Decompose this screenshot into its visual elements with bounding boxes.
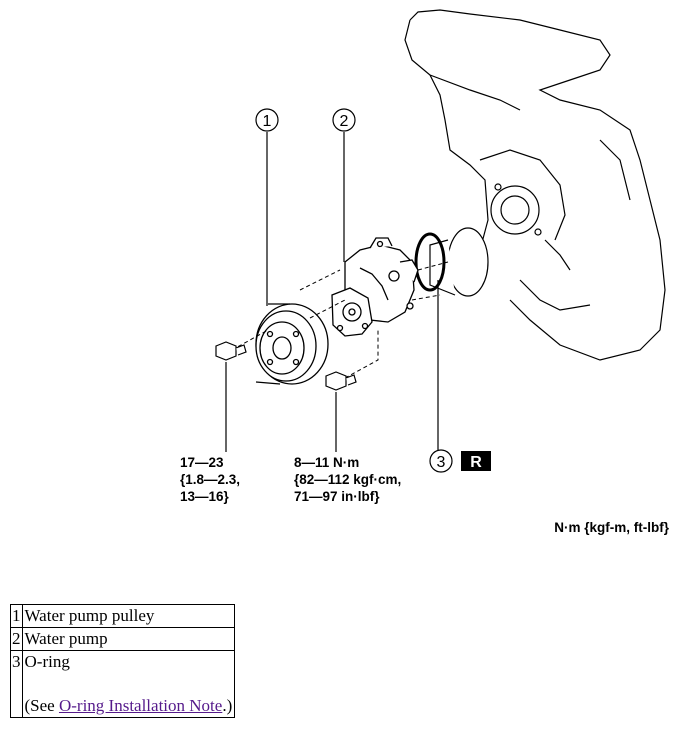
o-ring <box>414 232 446 292</box>
alignment-lines <box>231 261 449 379</box>
pulley-bolt <box>215 341 247 361</box>
water-pump-exploded-diagram: 1 2 3 R <box>215 9 666 473</box>
part-name-with-note: O-ring (See O-ring Installation Note.) <box>21 650 236 718</box>
part-number: 2 <box>10 627 23 651</box>
replace-badge-letter: R <box>470 454 482 471</box>
part-name: Water pump pulley <box>21 604 236 628</box>
part-note: (See O-ring Installation Note.) <box>25 695 233 717</box>
leader-lines <box>225 132 439 452</box>
torque-line: 13—16} <box>180 489 229 504</box>
table-row: 2 Water pump <box>10 627 236 651</box>
part-name: O-ring <box>24 652 70 671</box>
torque-line: 8—11 N·m <box>294 455 360 470</box>
parts-table: 1 Water pump pulley 2 Water pump 3 O-rin… <box>10 604 236 718</box>
pump-bolt <box>325 371 357 391</box>
callout-1-number: 1 <box>263 113 272 130</box>
torque-line: 17—23 <box>180 455 224 470</box>
callout-2: 2 <box>332 108 356 132</box>
torque-line: 71—97 in·lbf} <box>294 489 380 504</box>
part-number: 1 <box>10 604 23 628</box>
note-suffix: .) <box>222 696 233 715</box>
torque-line: {1.8—2.3, <box>180 472 241 487</box>
o-ring-installation-note-link[interactable]: O-ring Installation Note <box>58 696 223 715</box>
spacer <box>25 673 233 695</box>
pulley-bolt-torque: 17—23 {1.8—2.3, 13—16} <box>180 454 240 505</box>
water-pump-pulley <box>255 303 329 385</box>
part-number: 3 <box>10 650 23 718</box>
table-row: 3 O-ring (See O-ring Installation Note.) <box>10 650 236 718</box>
replace-badge: R <box>461 451 491 471</box>
engine-block <box>404 9 666 361</box>
part-name: Water pump <box>21 627 236 651</box>
pump-bolt-torque: 8—11 N·m {82—112 kgf·cm, 71—97 in·lbf} <box>294 454 401 505</box>
torque-line: {82—112 kgf·cm, <box>294 472 402 487</box>
water-pump <box>331 237 419 337</box>
table-row: 1 Water pump pulley <box>10 604 236 628</box>
note-prefix: (See <box>24 696 59 715</box>
callout-3-number: 3 <box>437 454 446 471</box>
callout-3: 3 <box>429 449 453 473</box>
callout-2-number: 2 <box>340 113 349 130</box>
callout-1: 1 <box>255 108 279 132</box>
torque-units: N·m {kgf-m, ft-lbf} <box>554 520 669 535</box>
